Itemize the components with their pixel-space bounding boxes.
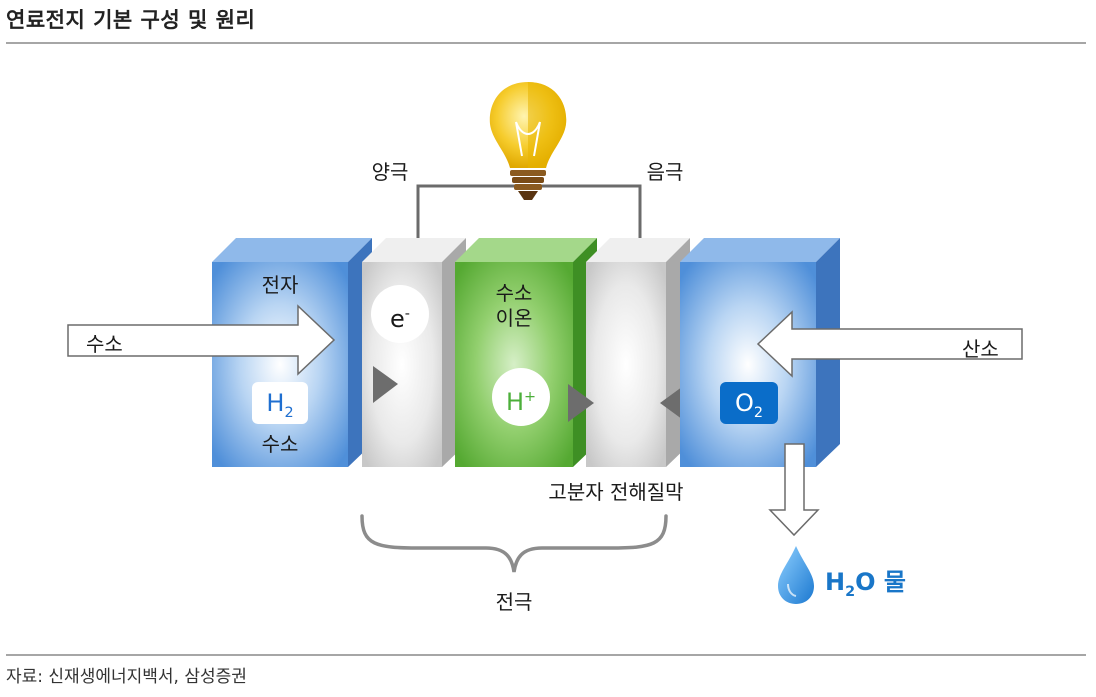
page-title: 연료전지 기본 구성 및 원리 (6, 8, 256, 32)
water-h: H (825, 568, 846, 596)
hydrogen-ion-label-line2: 이온 (495, 306, 533, 330)
electrode-label: 전극 (495, 590, 533, 614)
hydrogen-ion-label-line1: 수소 (495, 281, 533, 305)
electron-symbol: e (390, 305, 405, 333)
top-divider (6, 42, 1086, 44)
cathode-flow-arrow (660, 384, 686, 422)
proton-circle: H+ (492, 368, 550, 426)
hydrogen-input-arrow (67, 304, 336, 376)
cathode-electrode (568, 238, 690, 467)
o2-subscript: 2 (753, 404, 764, 421)
oxygen-input-label: 산소 (962, 337, 999, 361)
oxygen-input-arrow (756, 310, 1023, 378)
electron-label: 전자 (261, 273, 299, 297)
light-bulb-icon (489, 82, 567, 200)
membrane-electrolyte (455, 238, 597, 467)
water-o: O (855, 568, 876, 596)
o2-chip: O2 (720, 382, 778, 424)
water-subscript: 2 (845, 583, 856, 600)
oxygen-chamber (680, 238, 840, 467)
h2-symbol: H (266, 389, 285, 417)
anode-electrode (362, 238, 466, 467)
anode-flow-arrow (373, 366, 398, 403)
bottom-divider (6, 654, 1086, 656)
anode-label: 양극 (371, 160, 409, 184)
water-drop-icon (778, 546, 814, 604)
electron-superscript: - (404, 306, 410, 322)
membrane-flow-arrow (568, 384, 594, 422)
proton-symbol: H (505, 388, 524, 416)
o2-symbol: O (734, 389, 754, 417)
proton-superscript: + (523, 389, 537, 405)
cathode-label: 음극 (646, 160, 684, 184)
membrane-label: 고분자 전해질막 (548, 480, 684, 504)
electron-circle: e- (371, 285, 429, 343)
hydrogen-bottom-label: 수소 (261, 432, 299, 456)
source-note: 자료: 신재생에너지백서, 삼성증권 (6, 667, 247, 687)
hydrogen-input-label: 수소 (86, 332, 123, 356)
hydrogen-chamber (212, 238, 372, 467)
water-label: H2O 물 (825, 562, 906, 600)
water-word: 물 (883, 568, 906, 596)
h2-chip: H2 (252, 382, 308, 424)
h2-subscript: 2 (284, 404, 294, 421)
electrode-brace (360, 514, 668, 573)
water-output-arrow (768, 443, 820, 537)
